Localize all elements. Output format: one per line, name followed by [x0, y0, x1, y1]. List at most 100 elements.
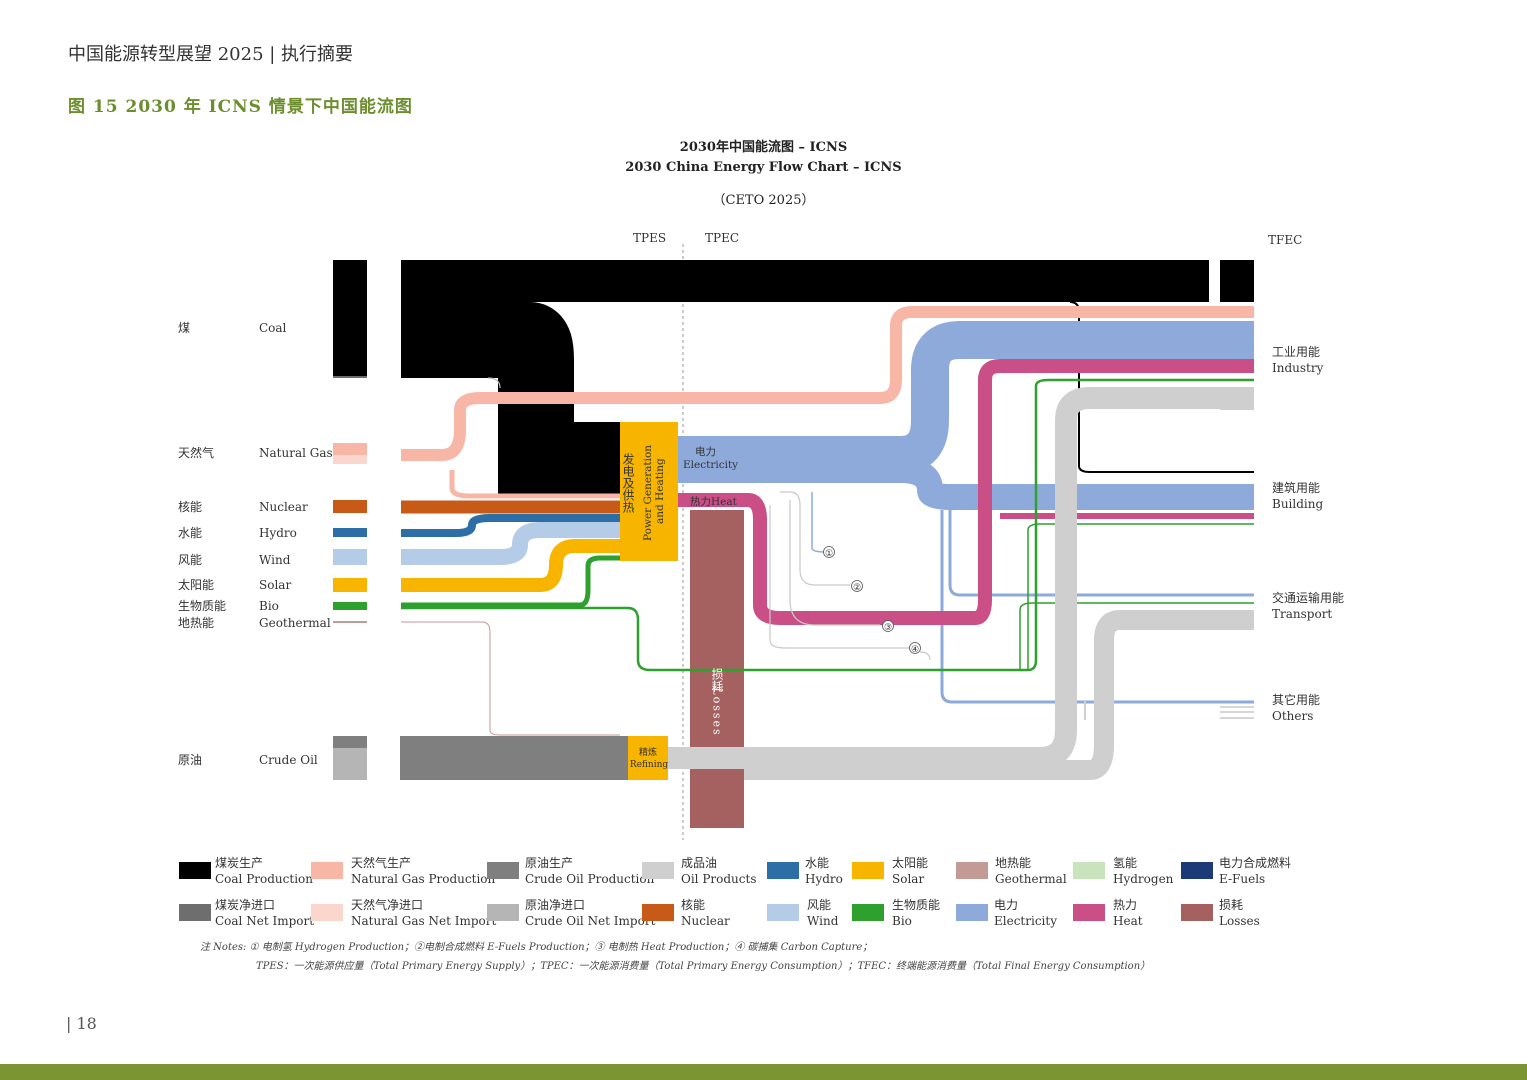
marker-4-flow	[919, 651, 931, 661]
legend-swatch	[311, 862, 343, 879]
source-label-cn: 生物质能	[178, 599, 226, 613]
source-label-en: Wind	[259, 553, 291, 567]
sector-label-cn: 建筑用能	[1272, 480, 1320, 495]
gas-power-flow	[449, 470, 620, 499]
sankey-flows	[400, 260, 1254, 828]
source-label-cn: 原油	[178, 753, 202, 767]
legend-swatch	[1073, 862, 1105, 879]
electricity-label-cn: 电力	[695, 445, 716, 458]
sector-label-en: Industry	[1272, 361, 1324, 375]
coal-thin-flow	[487, 377, 501, 389]
legend-swatch	[642, 904, 674, 921]
electricity-building-flow	[678, 457, 1254, 510]
electricity-others-flow	[940, 510, 1254, 704]
tpes-label: TPES	[633, 231, 666, 245]
refining-label-cn: 精炼	[639, 746, 657, 758]
source-label-en: Bio	[259, 599, 279, 613]
oil-transport-flow	[744, 610, 1254, 780]
bio-industry-flow	[401, 378, 1254, 672]
chart-title-cn: 2030年中国能流图 – ICNS	[679, 140, 848, 155]
legend-swatch	[767, 862, 799, 879]
bio-bar	[333, 602, 367, 610]
crude-production-bar	[333, 736, 367, 748]
building-electricity-end	[1220, 485, 1254, 510]
chart-source: （CETO 2025）	[712, 193, 815, 208]
tpec-label: TPEC	[705, 231, 739, 245]
source-label-cn: 天然气	[178, 445, 214, 460]
sector-label-en: Building	[1272, 497, 1323, 511]
tfec-label: TFEC	[1268, 233, 1302, 247]
power-label-en1: Power Generation	[642, 445, 654, 541]
coal-import-bar	[333, 376, 367, 378]
page-number: | 18	[66, 1014, 97, 1033]
oil-industry-flow	[668, 387, 1254, 769]
source-label-cn: 地热能	[178, 616, 214, 630]
sector-label-cn: 工业用能	[1272, 345, 1320, 359]
solar-bar	[333, 578, 367, 592]
geothermal-bar	[333, 621, 367, 623]
electricity-heat-flow	[789, 500, 880, 626]
legend-swatch	[1181, 862, 1213, 879]
legend-swatch	[487, 904, 519, 921]
source-label-en: Coal	[259, 321, 287, 335]
coal-production-bar	[333, 260, 367, 376]
bio-power-flow	[401, 555, 620, 608]
hydro-power-flow	[401, 514, 620, 537]
geothermal-flow	[401, 621, 620, 736]
industry-electricity-end	[1220, 322, 1254, 358]
losses-label-en: Losses	[711, 687, 724, 736]
legend-swatch	[1073, 904, 1105, 921]
process-markers: ① ② ③ ④	[823, 546, 921, 655]
chart-title-en: 2030 China Energy Flow Chart – ICNS	[625, 160, 902, 175]
legend-swatch	[487, 862, 519, 879]
marker-1: ①	[825, 549, 833, 559]
notes-line-1: 注 Notes: ① 电制氢 Hydrogen Production；②电制合成…	[200, 942, 873, 953]
source-labels: 煤 Coal 天然气 Natural Gas 核能 Nuclear 水能 Hyd…	[178, 321, 333, 767]
building-heat-end	[1220, 513, 1254, 519]
source-label-en: Geothermal	[259, 616, 331, 630]
heat-label: 热力Heat	[690, 495, 738, 508]
legend-swatch	[179, 862, 211, 879]
source-label-cn: 水能	[178, 526, 202, 540]
source-label-en: Natural Gas	[259, 446, 333, 460]
coal-industry-end	[1220, 260, 1254, 302]
source-label-en: Hydro	[259, 526, 297, 540]
source-label-cn: 风能	[178, 553, 202, 567]
industry-oil-end	[1220, 388, 1254, 410]
refining-node	[628, 736, 668, 780]
sector-labels: 工业用能 Industry 建筑用能 Building 交通运输用能 Trans…	[1272, 345, 1344, 723]
coal-power-flow	[401, 302, 620, 498]
legend-swatch	[956, 904, 988, 921]
wind-power-flow	[401, 522, 620, 565]
carbon-capture-flow	[769, 505, 910, 649]
industry-gas-end	[1220, 306, 1254, 317]
document-header: 中国能源转型展望 2025 | 执行摘要	[68, 44, 354, 65]
others-thin-flow	[1220, 706, 1254, 719]
legend-swatch	[852, 862, 884, 879]
power-label-en2: and Heating	[654, 458, 666, 524]
refining-label-en: Refining	[630, 760, 669, 770]
electricity-transport-flow	[948, 510, 1254, 597]
coal-building-flow	[1069, 301, 1254, 473]
crude-refining-flow	[400, 736, 628, 780]
gas-industry-flow	[401, 306, 1254, 461]
gas-import-bar	[333, 455, 367, 464]
industry-heat-end	[1220, 362, 1254, 371]
sector-label-en: Others	[1272, 709, 1313, 723]
electricity-h2-flow	[811, 492, 827, 553]
bio-building-flow	[1027, 523, 1254, 670]
marker-4: ④	[911, 645, 919, 655]
legend-swatch	[642, 862, 674, 879]
legend-swatch	[311, 904, 343, 921]
sector-label-cn: 交通运输用能	[1272, 590, 1344, 605]
electricity-label-en: Electricity	[683, 459, 738, 471]
